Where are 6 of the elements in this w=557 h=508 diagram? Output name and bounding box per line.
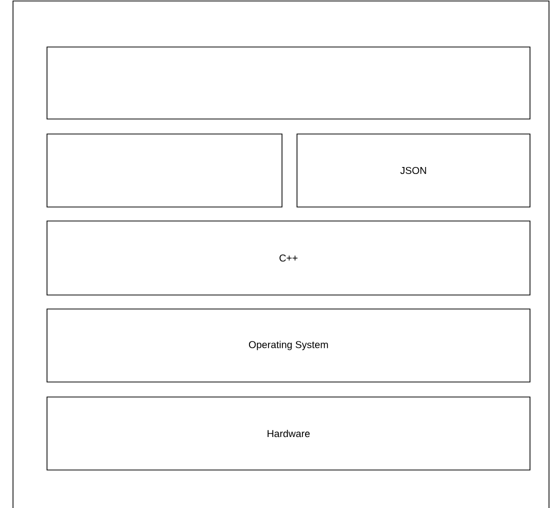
layer-box xyxy=(46,46,530,120)
layer-box: C++ xyxy=(46,220,530,296)
layer-box: Operating System xyxy=(46,308,530,382)
layer-box: Hardware xyxy=(46,396,530,470)
layer-box xyxy=(46,134,282,208)
layer-box: JSON xyxy=(296,134,530,208)
